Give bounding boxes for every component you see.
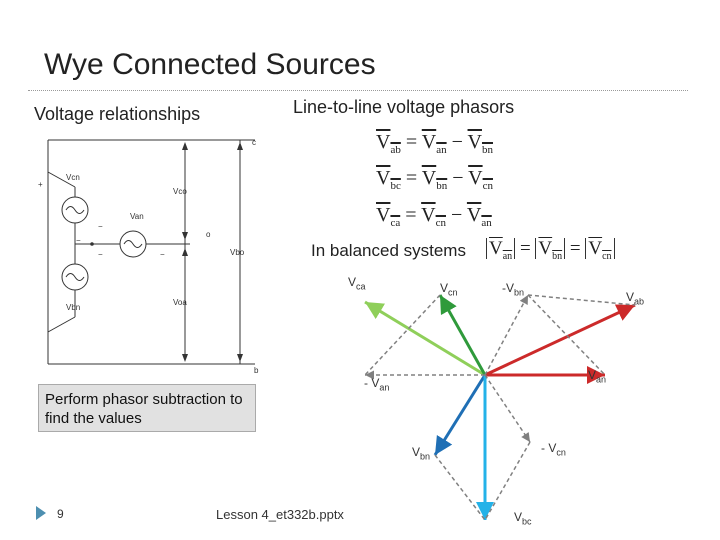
phasor-vbn [433,374,487,456]
voa-label: Voa [173,298,187,307]
note-box: Perform phasor subtraction to find the v… [38,384,256,432]
slide-number-marker-icon [36,506,46,520]
equation-vca: Vca = Vcn − Van [376,204,492,229]
phasor-vab [484,303,636,377]
plus-sign: + [38,180,43,189]
vbo-label: Vbo [230,248,245,257]
left-subtitle: Voltage relationships [34,104,201,124]
slide-number: 9 [57,507,64,521]
minus-sign: − [76,236,81,245]
vcn-label: Vcn [66,173,80,182]
phasor-diagram [364,294,636,521]
label-neg-vcn: - Vcn [541,441,566,458]
footer-filename: Lesson 4_et332b.pptx [216,507,344,522]
label-vab: Vab [626,290,645,307]
label-vbn: Vbn [412,445,431,462]
construction-line [364,294,441,376]
vco-label: Vco [173,187,187,196]
arrow-head-top [182,142,188,150]
arrow-head-mid-up [182,248,188,256]
terminal-c-label: c [252,138,256,147]
construction-line [527,294,636,306]
van-label: Van [130,212,144,221]
wye-circuit-diagram [47,139,255,365]
source-a-wave [123,240,143,248]
equation-vab: Vab = Van − Vbn [376,131,493,156]
magnitude-equation: Van = Vbn = Vcn [486,238,615,262]
construction-line [484,441,531,521]
label-neg-vbn: -Vbn [502,281,525,298]
balanced-text: In balanced systems [311,241,466,260]
minus-sign: − [98,250,103,259]
construction-line [527,294,606,376]
neutral-o-label: o [206,230,211,239]
equation-vbc: Vbc = Vbn − Vcn [376,167,493,192]
minus-sign: − [160,250,165,259]
terminal-arrow-bottom [237,354,243,362]
label-vca: Vca [348,275,366,292]
arrow-head-mid-down [182,232,188,240]
construction-line [434,454,486,521]
source-c-wave [65,206,85,214]
phasor-neg-vbn [484,294,529,376]
phasor-vcn [438,294,487,376]
label-van: Van [588,368,607,385]
minus-sign: − [98,222,103,231]
terminal-b-label: b [254,366,259,375]
arrow-head-bottom [182,354,188,362]
source-b-wave [65,273,85,281]
phasor-vca [364,300,486,377]
title-divider [28,90,688,91]
terminal-arrow-top [237,142,243,150]
right-subtitle: Line-to-line voltage phasors [293,97,515,117]
slide-title: Wye Connected Sources [44,48,376,81]
vbn-label: Vbn [66,303,81,312]
label-vcn: Vcn [440,281,458,298]
neutral-dot [90,242,94,246]
label-neg-van: - Van [364,376,390,393]
label-vbc: Vbc [514,510,532,527]
phasor-neg-vcn [484,374,531,443]
